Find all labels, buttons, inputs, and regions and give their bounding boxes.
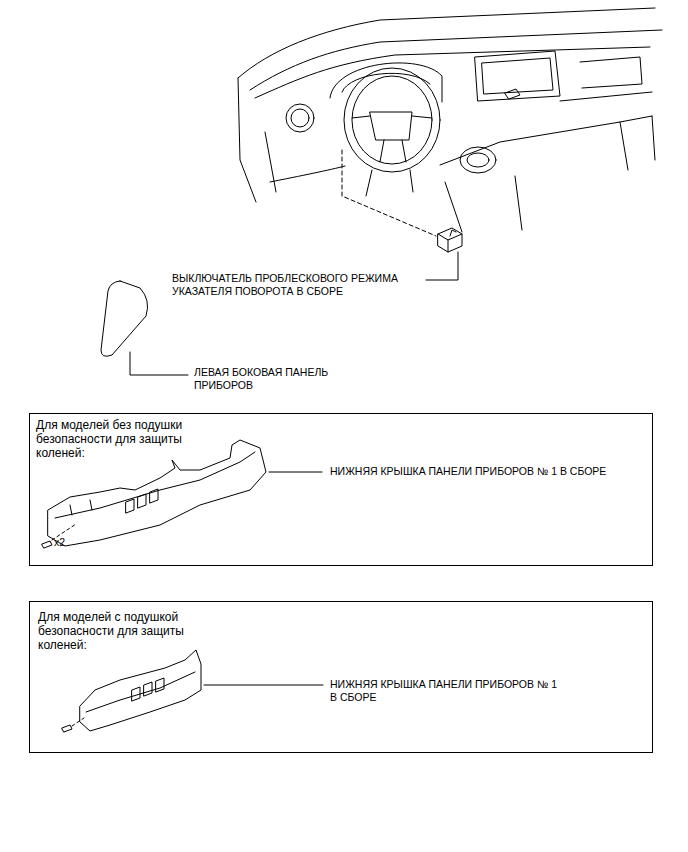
part-label-box: НИЖНЯЯ КРЫШКА ПАНЕЛИ ПРИБОРОВ № 1 В СБОР… [330, 678, 565, 703]
part-label: НИЖНЯЯ КРЫШКА ПАНЕЛИ ПРИБОРОВ № 1 В СБОР… [330, 678, 565, 703]
part-label-box: ЛЕВАЯ БОКОВАЯ ПАНЕЛЬ ПРИБОРОВ [194, 366, 364, 391]
condition-heading: Для моделей без подушки безопасности для… [36, 418, 214, 460]
part-label-box: x2 [54, 536, 84, 549]
part-label-box: НИЖНЯЯ КРЫШКА ПАНЕЛИ ПРИБОРОВ № 1 В СБОР… [330, 465, 670, 478]
part-label: ВЫКЛЮЧАТЕЛЬ ПРОБЛЕСКОВОГО РЕЖИМА УКАЗАТЕ… [172, 272, 447, 297]
part-label-box: ВЫКЛЮЧАТЕЛЬ ПРОБЛЕСКОВОГО РЕЖИМА УКАЗАТЕ… [172, 272, 447, 297]
part-label: ЛЕВАЯ БОКОВАЯ ПАНЕЛЬ ПРИБОРОВ [194, 366, 364, 391]
condition-frame: Для моделей с подушкой безопасности для … [29, 601, 653, 753]
condition-frame: Для моделей без подушки безопасности для… [29, 413, 653, 566]
part-label: НИЖНЯЯ КРЫШКА ПАНЕЛИ ПРИБОРОВ № 1 В СБОР… [330, 465, 670, 478]
lower-cover-drawing-2 [62, 650, 323, 732]
switch-drawing [342, 150, 462, 280]
part-label: x2 [54, 536, 84, 549]
dashboard-drawing [238, 8, 662, 232]
condition-heading: Для моделей с подушкой безопасности для … [38, 610, 216, 652]
